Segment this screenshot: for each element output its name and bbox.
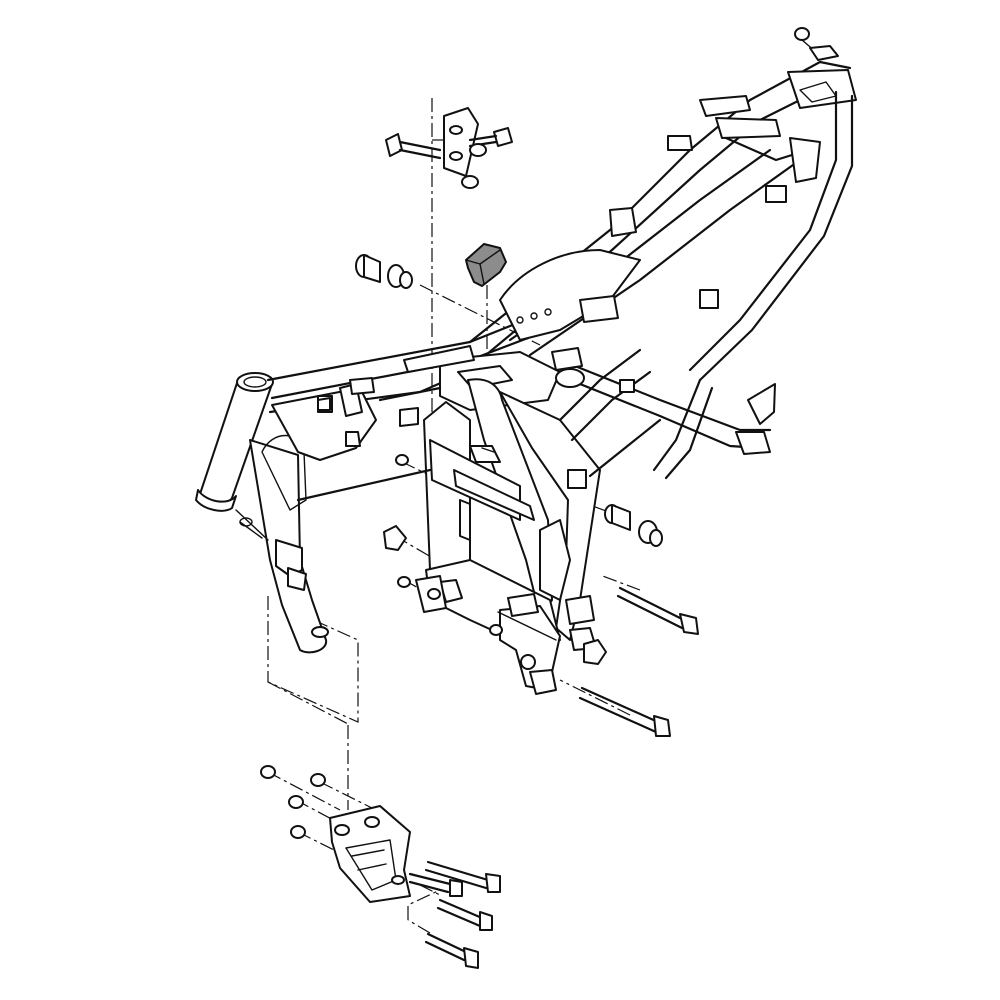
bolt-upper-left xyxy=(385,133,442,160)
nut-upper xyxy=(461,175,479,189)
right-spacer-group xyxy=(604,504,663,547)
left-mount-fasteners xyxy=(383,454,503,636)
lower-washers xyxy=(260,765,326,839)
spacer-group-left xyxy=(355,254,413,289)
top-grommet xyxy=(794,27,839,61)
main-frame xyxy=(195,60,857,695)
long-bolt-lower xyxy=(578,686,671,737)
lower-front-bracket xyxy=(329,805,411,903)
rubber-damper-highlighted xyxy=(465,243,507,287)
long-bolt-upper xyxy=(616,586,699,635)
nut-right-middle xyxy=(583,639,607,665)
upper-engine-bracket-group xyxy=(385,107,513,189)
lower-bolts xyxy=(408,860,501,969)
washer-upper xyxy=(469,143,487,157)
